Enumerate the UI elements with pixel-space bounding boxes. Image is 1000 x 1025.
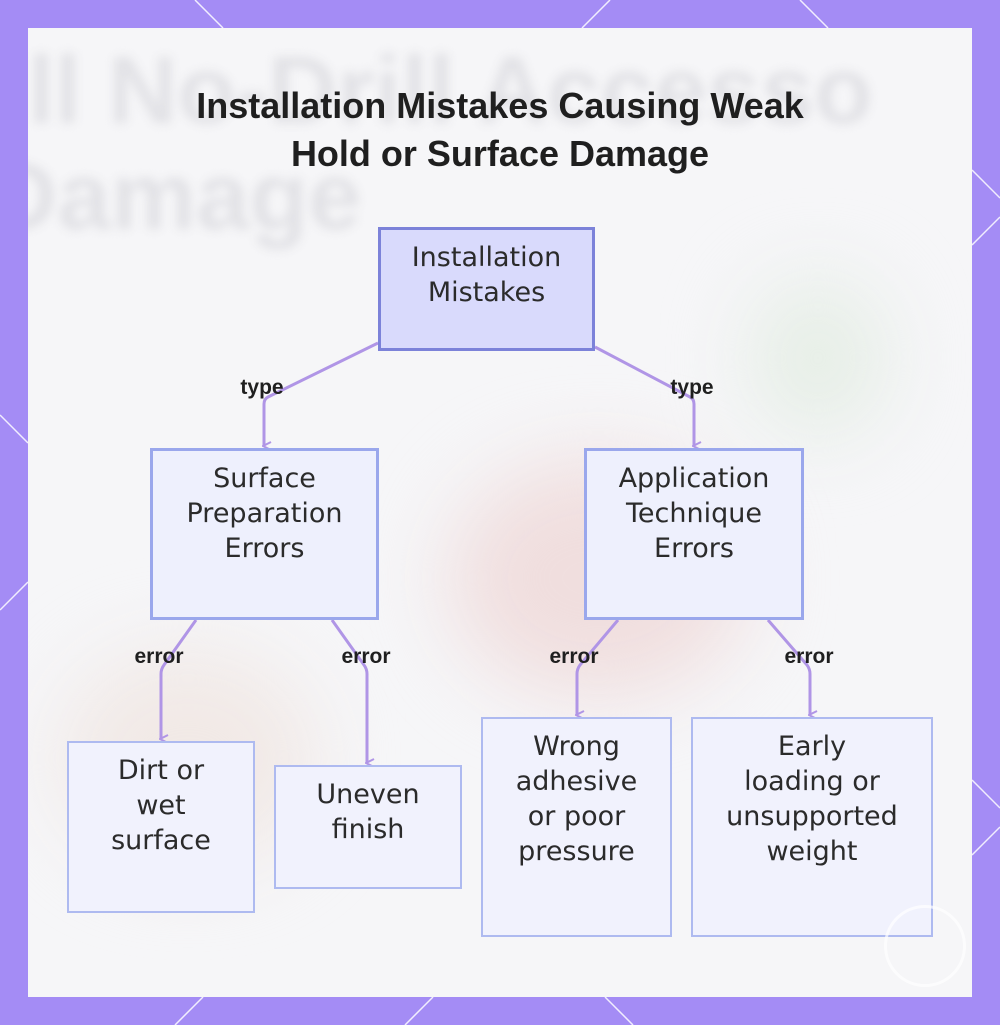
edge-label-error: error	[341, 645, 391, 668]
edge-application-early	[766, 619, 810, 715]
node-dirt-or-wet-surface: Dirt or wet surface	[67, 741, 255, 913]
node-installation-mistakes: Installation Mistakes	[378, 227, 595, 351]
node-early-loading-or-unsupported-weight: Early loading or unsupported weight	[691, 717, 933, 937]
edge-label-error: error	[784, 645, 834, 668]
edge-surface-uneven	[330, 619, 367, 763]
edge-label-error: error	[134, 645, 184, 668]
edge-label-type: type	[240, 376, 284, 399]
watermark-logo-icon	[884, 905, 966, 987]
edge-label-type: type	[670, 376, 714, 399]
background-blur-shape	[748, 278, 888, 438]
node-uneven-finish: Uneven finish	[274, 765, 462, 889]
edge-root-application	[594, 345, 694, 446]
background-watermark-text: ll No-Drill Accesso Damage	[28, 37, 873, 250]
edge-root-surface	[264, 341, 379, 446]
node-wrong-adhesive-or-poor-pressure: Wrong adhesive or poor pressure	[481, 717, 672, 937]
diagram-title: Installation Mistakes Causing Weak Hold …	[196, 85, 804, 174]
node-surface-preparation-errors: Surface Preparation Errors	[150, 448, 379, 620]
edge-surface-dirt	[161, 619, 198, 739]
node-application-technique-errors: Application Technique Errors	[584, 448, 804, 620]
edge-application-wrong	[577, 619, 620, 715]
edge-label-error: error	[549, 645, 599, 668]
